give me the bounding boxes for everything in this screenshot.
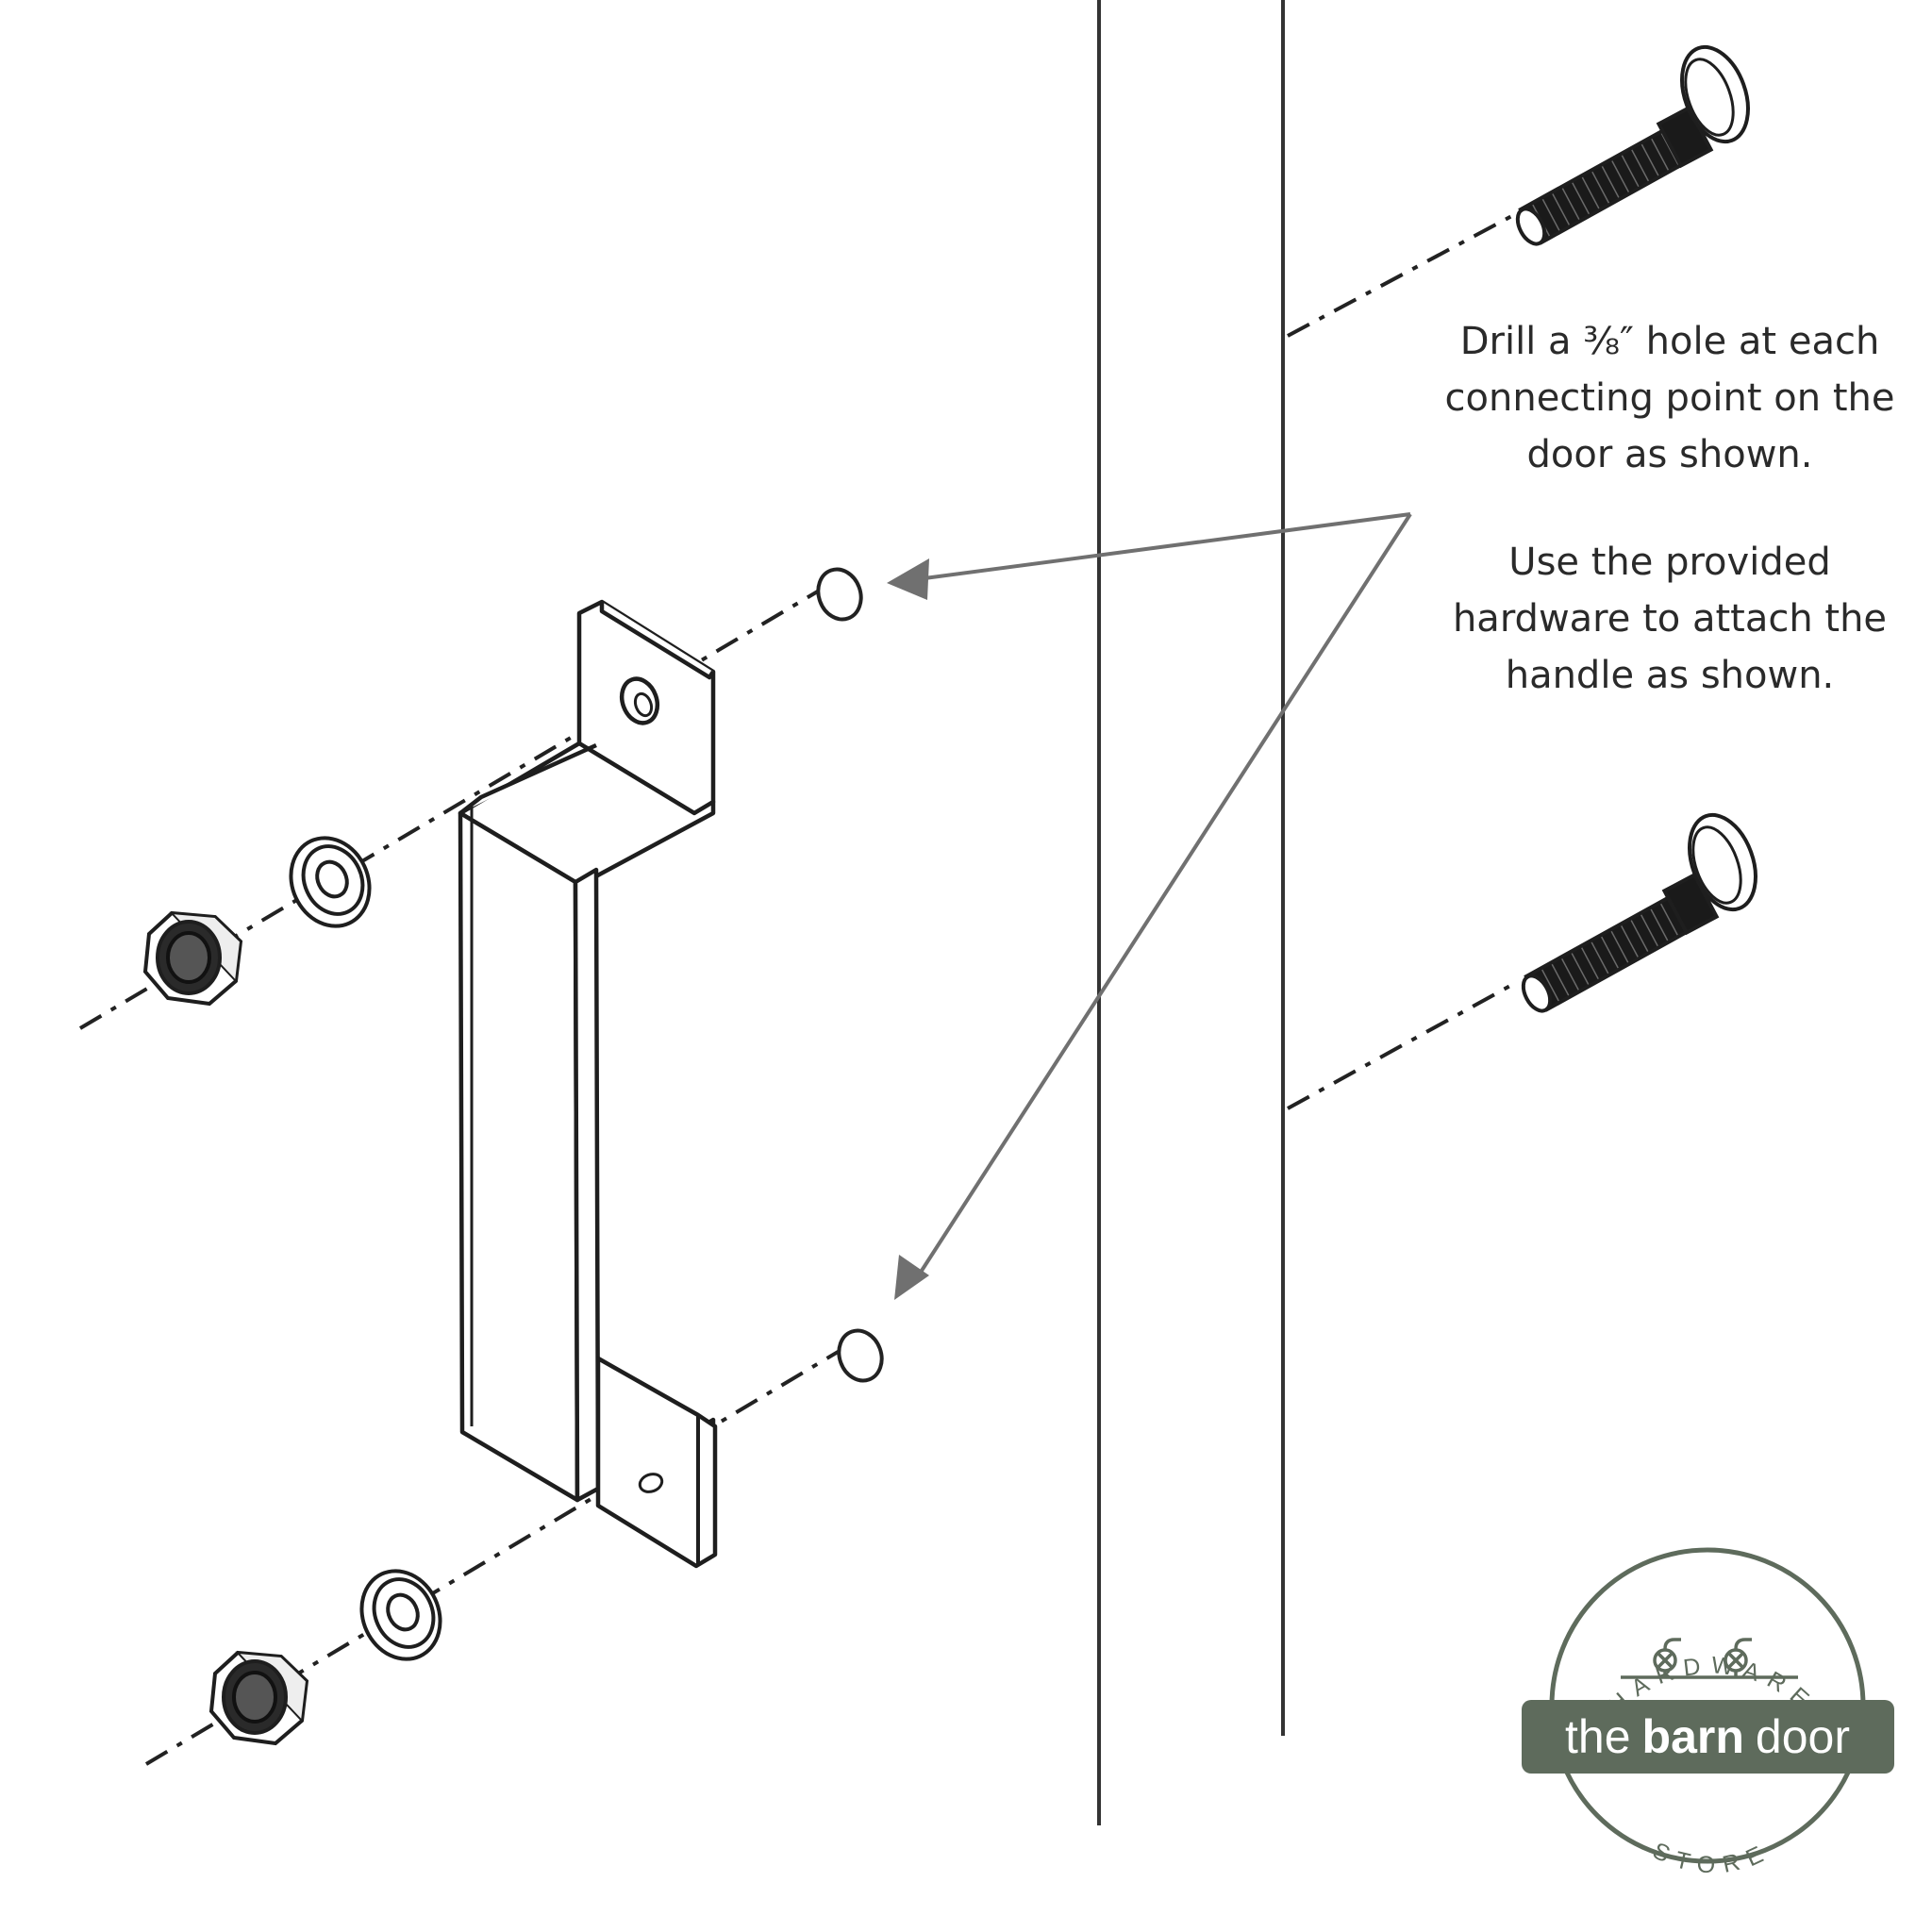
lock-washer-top bbox=[289, 836, 372, 928]
arrowhead-bottom bbox=[894, 1255, 929, 1300]
door-track-icon bbox=[1621, 1638, 1798, 1679]
centerline-bottom-right bbox=[1287, 979, 1520, 1110]
carriage-bolt-top bbox=[1515, 44, 1750, 246]
drill-hole-top bbox=[816, 567, 863, 622]
drill-instruction-text: Drill a ⅜″ hole at each connecting point… bbox=[1444, 320, 1895, 476]
centerline-bottom-left bbox=[144, 1338, 860, 1766]
logo-banner bbox=[1522, 1700, 1894, 1774]
logo-name-suffix: door bbox=[1756, 1710, 1850, 1763]
logo-name-bold: barn bbox=[1642, 1710, 1744, 1763]
logo-name-prefix: the bbox=[1565, 1710, 1631, 1763]
carriage-bolt-bottom bbox=[1521, 812, 1757, 1013]
lock-washer-bottom bbox=[359, 1569, 442, 1661]
barn-door-handle bbox=[458, 599, 718, 1569]
hex-nut-top bbox=[142, 910, 243, 1007]
pointer-arrows bbox=[918, 512, 1412, 1275]
drill-hole-bottom bbox=[837, 1328, 884, 1383]
hex-nut-bottom bbox=[208, 1650, 309, 1746]
attach-instruction-text: Use the provided hardware to attach the … bbox=[1452, 541, 1888, 697]
arrowhead-top bbox=[887, 558, 929, 600]
centerline-top-right bbox=[1287, 210, 1520, 338]
